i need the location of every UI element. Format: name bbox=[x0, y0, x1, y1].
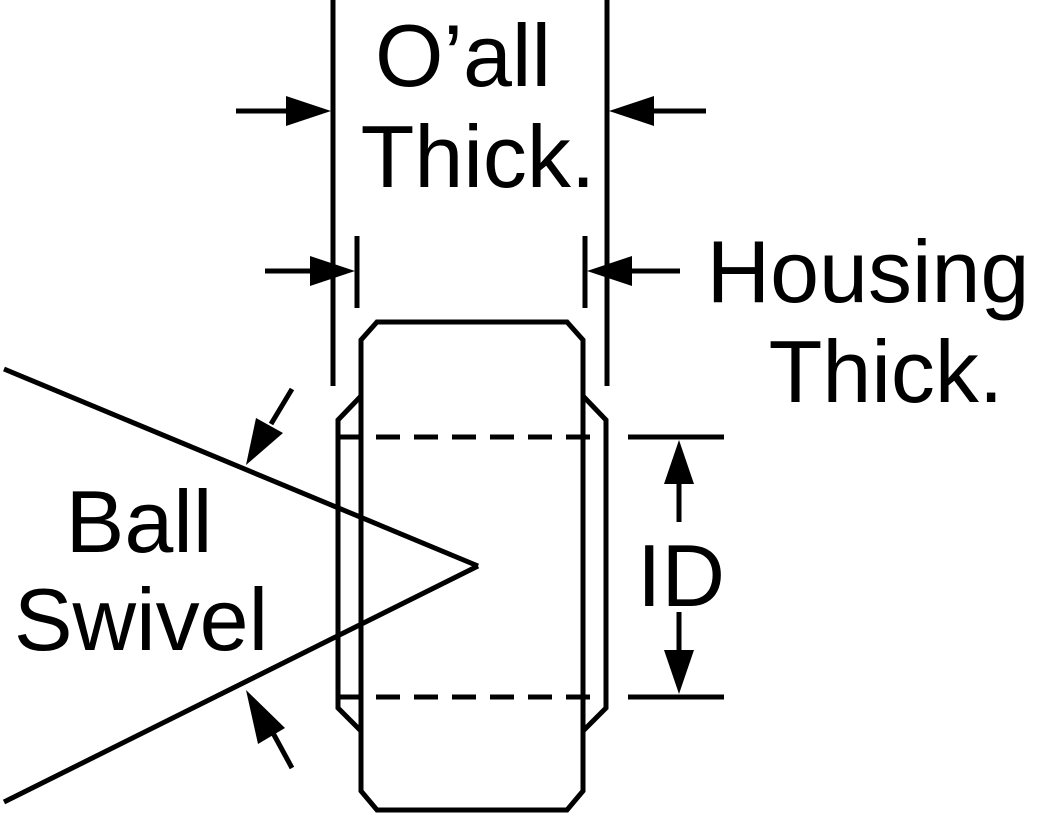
swivel-arrow-upper bbox=[246, 387, 295, 465]
housing-thick-label-line1: Housing bbox=[707, 222, 1030, 321]
housing-thick-label-line2: Thick. bbox=[769, 322, 1004, 421]
overall-thick-arrow-left bbox=[236, 96, 331, 126]
id-arrow-bottom bbox=[664, 612, 694, 694]
overall-thick-label-line1: O’all bbox=[375, 6, 551, 105]
overall-thick-label-line2: Thick. bbox=[361, 107, 596, 206]
housing-thick-arrow-left bbox=[265, 256, 355, 286]
swivel-angle-line-lower bbox=[2, 563, 480, 805]
ball-swivel-label-line1: Ball bbox=[66, 472, 213, 571]
id-arrow-top bbox=[664, 440, 694, 522]
overall-thick-arrow-right bbox=[609, 96, 706, 126]
housing-thick-arrow-right bbox=[587, 256, 680, 286]
swivel-angle-line-upper bbox=[3, 366, 479, 569]
id-label: ID bbox=[637, 526, 725, 625]
swivel-arrow-lower bbox=[246, 690, 295, 770]
ball-swivel-label-line2: Swivel bbox=[14, 570, 268, 669]
